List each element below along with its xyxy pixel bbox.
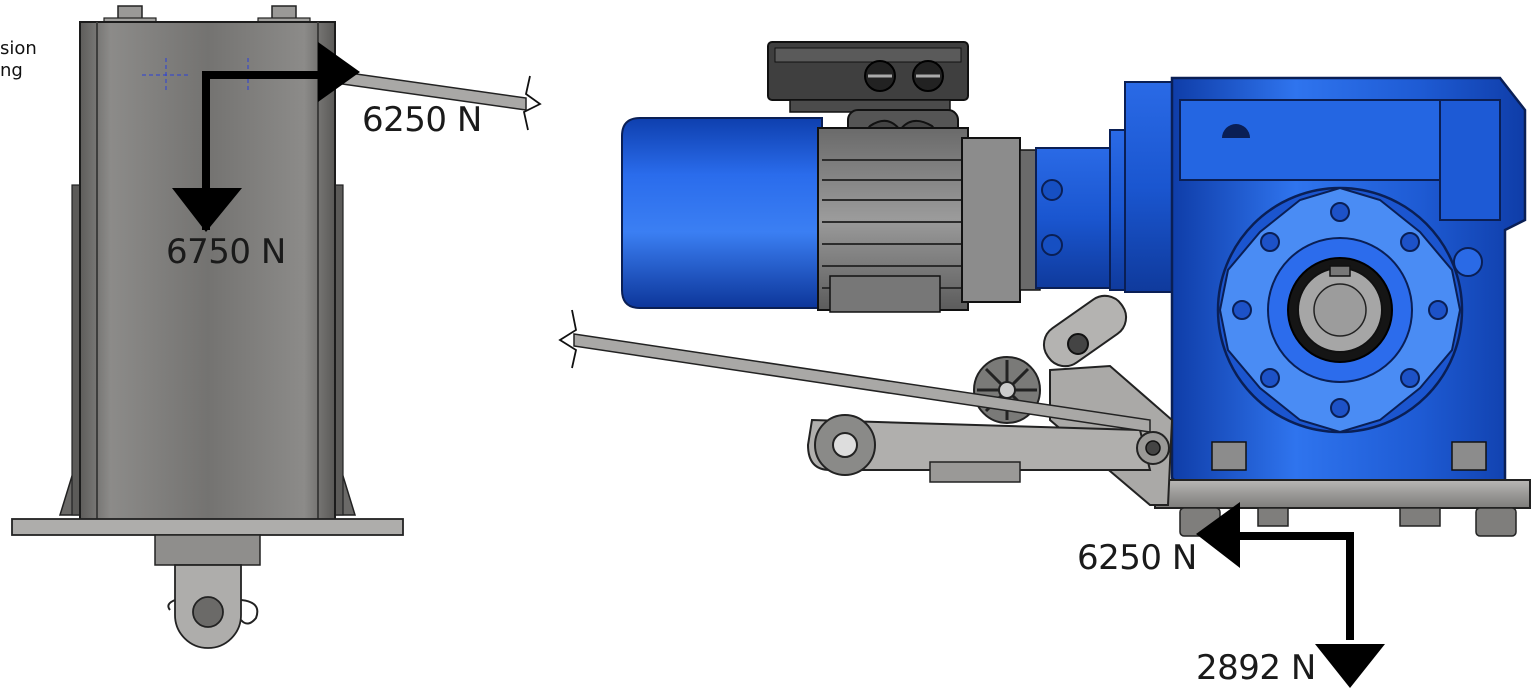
right-force-arrows [1196,502,1385,688]
tensioner-arm [806,294,1174,506]
clevis-pin [192,596,224,628]
force-label-base-vertical: 2892 N [1196,648,1316,688]
base-mount-plate [1154,479,1531,509]
arrowhead-base-horizontal [1196,502,1240,568]
truncated-caption: sion ng [0,38,37,82]
base-plate [11,518,404,536]
left-force-arrows [172,42,360,232]
gear-motor-assembly [558,41,1531,537]
force-path-base [1238,532,1354,640]
truncated-caption-line1: sion [0,38,37,59]
force-label-top-tension: 6250 N [362,100,482,140]
force-label-base-horizontal: 6250 N [1077,538,1197,578]
arrowhead-base-vertical [1315,644,1385,688]
motor-fan-cover [621,117,823,309]
cable-right [573,333,1151,433]
left-frame-view [11,5,542,649]
arrowhead-tension [318,42,360,102]
arrowhead-load [172,188,242,232]
force-label-vertical-load: 6750 N [166,232,286,272]
truncated-caption-line2: ng [0,60,23,81]
force-path-top [202,71,322,230]
